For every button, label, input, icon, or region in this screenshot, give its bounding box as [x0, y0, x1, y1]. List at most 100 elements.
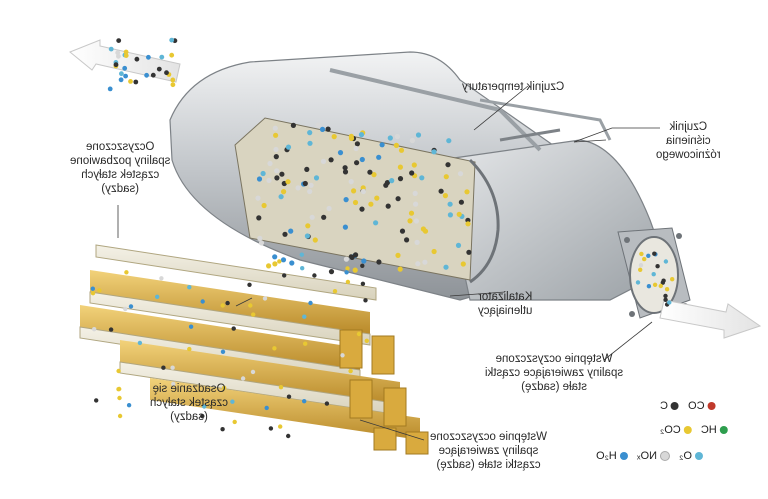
particle-dot [412, 190, 418, 196]
particle-dot [277, 259, 282, 264]
particle-dot [345, 266, 350, 271]
particle-dot [288, 228, 294, 234]
label-oxidation-catalyst: Katalizator utleniający [478, 291, 533, 317]
particle-dot [315, 122, 321, 128]
particle-dot [187, 285, 192, 290]
particle-dot [379, 142, 385, 148]
particle-dot [358, 132, 365, 138]
particle-dot [361, 258, 367, 264]
particle-dot [415, 261, 421, 267]
particle-dot [345, 279, 351, 285]
particle-dot [308, 300, 313, 306]
particle-dot [202, 404, 207, 409]
legend-row-2: HC CO₂ [660, 424, 731, 436]
legend-row-3: O₂ NOₓ H₂O [596, 450, 706, 462]
particle-dot [646, 284, 652, 289]
particle-dot [374, 195, 380, 201]
particle-dot [652, 282, 658, 287]
label-pressure-sensor: Czujnik ciśnienia różnicowego [656, 121, 721, 161]
particle-dot [123, 73, 128, 79]
particle-dot [285, 144, 292, 150]
co2-dot-icon [683, 426, 692, 435]
particle-dot [360, 263, 365, 268]
particle-dot [290, 122, 296, 128]
particle-dot [159, 54, 165, 60]
particle-dot [225, 300, 230, 306]
particle-dot [170, 82, 176, 88]
particle-dot [266, 263, 272, 269]
particle-dot [260, 170, 266, 177]
legend-hc: HC [700, 424, 717, 436]
particle-dot [460, 261, 466, 267]
particle-dot [256, 176, 263, 182]
particle-dot [348, 179, 354, 185]
particle-dot [261, 202, 267, 209]
particle-dot [247, 282, 252, 287]
particle-dot [368, 201, 374, 207]
particle-dot [409, 170, 415, 176]
particle-dot [356, 331, 362, 337]
particle-dot [342, 169, 349, 175]
particle-dot [251, 312, 256, 317]
particle-dot [258, 240, 265, 246]
particle-dot [220, 349, 226, 354]
particle-dot [384, 180, 390, 186]
leader-lines [117, 85, 660, 441]
legend-row-1: CO C [660, 400, 719, 412]
particle-dot [107, 86, 113, 92]
particle-dot [399, 228, 406, 234]
particle-dot [408, 210, 415, 216]
particle-dot [446, 138, 452, 144]
outlet-arrow [69, 39, 181, 83]
legend-co: CO [688, 400, 705, 412]
particle-dot [170, 77, 176, 83]
particle-dot [642, 256, 647, 262]
particle-dot [255, 195, 261, 201]
particle-dot [420, 226, 426, 232]
particle-dot [359, 206, 365, 212]
particle-dot [268, 426, 274, 431]
particle-dot [220, 303, 225, 308]
particle-dot [286, 394, 292, 399]
particle-dot [133, 79, 139, 85]
particle-dot [638, 267, 643, 272]
particle-dot [353, 252, 359, 258]
nox-dot-icon [660, 451, 671, 462]
particle-dot [222, 385, 227, 390]
particle-dot [134, 56, 140, 62]
particle-dot [116, 53, 121, 59]
particle-dot [397, 164, 403, 170]
particle-dot [155, 294, 160, 299]
particle-dot [123, 53, 129, 58]
particle-dot [651, 272, 656, 277]
particle-dot [413, 201, 419, 207]
particle-dot [419, 175, 425, 181]
particle-dot [248, 303, 253, 308]
particle-dot [171, 381, 176, 387]
particle-dot [663, 259, 669, 264]
particle-dot [122, 65, 128, 71]
particle-dot [304, 233, 310, 239]
legend-nox: NOₓ [636, 450, 658, 462]
particle-dot [282, 273, 287, 278]
particle-dot [325, 126, 331, 132]
particle-dot [90, 291, 96, 296]
particle-dot [328, 157, 334, 163]
particle-dot [639, 251, 644, 257]
particle-dot [126, 403, 132, 408]
particle-dot [272, 346, 277, 351]
particle-dot [124, 270, 129, 275]
particle-dot [364, 338, 369, 343]
particle-dot [663, 297, 668, 302]
particle-dot [328, 269, 335, 275]
particle-dot [94, 398, 99, 403]
particle-dot [309, 214, 315, 220]
particle-dot [337, 150, 344, 156]
hc-dot-icon [719, 426, 728, 435]
particle-dot [397, 176, 404, 182]
particle-dot [128, 79, 133, 84]
particle-dot [404, 237, 410, 243]
particle-dot [256, 215, 262, 221]
particle-dot [169, 37, 175, 43]
